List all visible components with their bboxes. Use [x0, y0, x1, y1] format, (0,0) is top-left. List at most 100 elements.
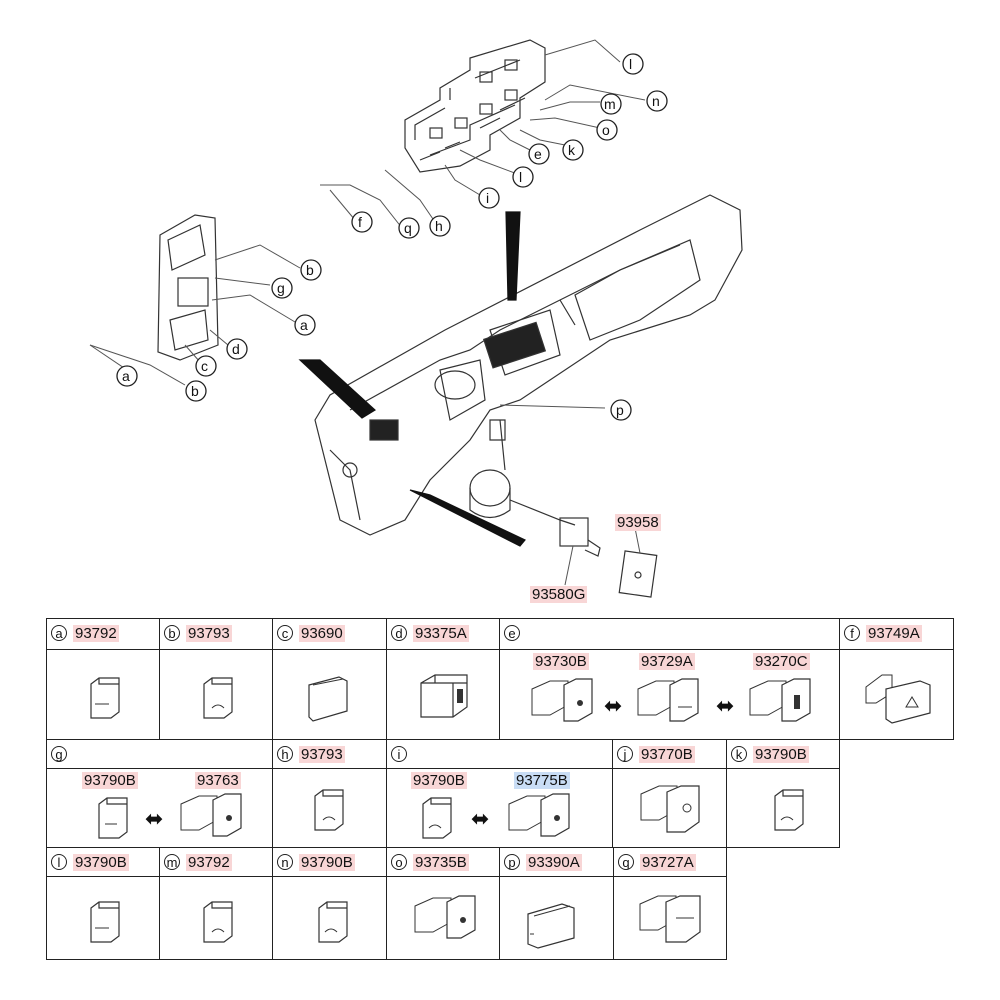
cell-letter: i [391, 746, 407, 762]
svg-text:i: i [486, 190, 489, 206]
diagram-callouts: l n m o k e l i h q f b g a d c a b p [116, 53, 668, 421]
callout-d: d [226, 338, 248, 360]
cell-letter: o [391, 854, 407, 870]
part-number: 93727A [640, 853, 696, 871]
cell-letter: h [277, 746, 293, 762]
svg-text:l: l [519, 169, 522, 185]
hazard-switch-icon [865, 674, 931, 724]
blank-cover-icon [527, 903, 575, 949]
svg-text:k: k [568, 142, 576, 158]
upper-switch-panel [404, 39, 546, 173]
cell-letter: q [618, 854, 634, 870]
cell-letter: e [504, 625, 520, 641]
callout-k: k [562, 139, 584, 161]
rocker-switch-icon [422, 797, 452, 839]
callout-c: c [195, 355, 217, 377]
blank-cover-icon [308, 676, 348, 722]
callout-a-left: a [116, 365, 138, 387]
callout-p: p [610, 399, 632, 421]
switch-with-connector-icon [749, 678, 811, 722]
svg-text:f: f [358, 214, 362, 230]
svg-text:c: c [201, 358, 208, 374]
callout-i: i [478, 187, 500, 209]
svg-text:l: l [629, 56, 632, 72]
part-number: 93735B [413, 853, 469, 871]
cell-letter: c [277, 625, 293, 641]
variant-part-number: 93730B [533, 653, 589, 670]
switch-with-connector-icon [508, 793, 570, 837]
switch-with-connector-icon [531, 678, 593, 722]
cell-letter: a [51, 625, 67, 641]
part-number: 93790B [753, 745, 809, 763]
variant-part-number: 93790B [82, 772, 138, 789]
part-number: 93749A [866, 624, 922, 642]
variant-part-number: 93729A [639, 653, 695, 670]
variant-part-number: 93270C [753, 653, 810, 670]
cell-letter: b [164, 625, 180, 641]
rocker-switch-icon [203, 677, 233, 719]
svg-text:m: m [604, 96, 616, 112]
callout-h: h [429, 215, 451, 237]
cell-l: l 93790B [46, 847, 160, 960]
svg-text:a: a [300, 317, 308, 333]
rocker-switch-icon [774, 789, 804, 831]
switch-with-connector-icon [639, 895, 701, 943]
callout-a-right: a [294, 314, 316, 336]
svg-text:q: q [404, 220, 412, 236]
part-number: 93790B [299, 853, 355, 871]
switch-with-connector-icon [180, 793, 242, 837]
svg-text:d: d [232, 341, 240, 357]
part-number: 93690 [299, 624, 345, 642]
svg-text:p: p [616, 402, 624, 418]
cell-k: k 93790B [726, 739, 840, 848]
double-arrow-icon: ⬌ [145, 806, 164, 831]
socket-switch-icon [420, 674, 468, 718]
cell-q: q 93727A [613, 847, 727, 960]
cell-letter: n [277, 854, 293, 870]
callout-q: q [398, 217, 420, 239]
part-number: 93770B [639, 745, 695, 763]
variant-part-number-highlighted: 93775B [514, 772, 570, 789]
part-number: 93793 [299, 745, 345, 763]
cell-i: i 93790B 93775B ⬌ [386, 739, 613, 848]
callout-m: m [600, 93, 622, 115]
callout-l-mid: l [512, 166, 534, 188]
rocker-switch-icon [203, 901, 233, 943]
cell-m: m 93792 [159, 847, 273, 960]
cell-j: j 93770B [612, 739, 727, 848]
cell-letter: l [51, 854, 67, 870]
svg-text:h: h [435, 218, 443, 234]
cell-letter: m [164, 854, 180, 870]
callout-e: e [528, 143, 550, 165]
part-number: 93390A [526, 853, 582, 871]
svg-text:e: e [534, 146, 542, 162]
cell-c: c 93690 [272, 618, 387, 740]
callout-b-left: b [185, 380, 207, 402]
cell-letter: j [617, 746, 633, 762]
dashboard-exploded-diagram: l n m o k e l i h q f b g a d c a b p [89, 39, 743, 598]
cell-h: h 93793 [272, 739, 387, 848]
part-label-93580G: 93580G [530, 586, 588, 603]
cell-letter: g [51, 746, 67, 762]
rocker-switch-icon [90, 901, 120, 943]
part-number: 93790B [73, 853, 129, 871]
harness-components [469, 469, 658, 598]
part-number: 93792 [186, 853, 232, 871]
double-arrow-icon: ⬌ [604, 693, 623, 718]
cell-letter: k [731, 746, 747, 762]
callout-o: o [596, 119, 618, 141]
svg-text:g: g [277, 280, 285, 296]
variant-part-number: 93763 [195, 772, 241, 789]
switch-with-connector-icon [414, 895, 476, 939]
dashboard-body [314, 194, 743, 536]
cell-e: e 93730B 93729A 93270C ⬌ ⬌ [499, 618, 840, 740]
double-arrow-icon: ⬌ [471, 806, 490, 831]
rocker-switch-icon [98, 797, 128, 839]
switch-with-connector-icon [640, 785, 700, 833]
rocker-switch-icon [318, 901, 348, 943]
